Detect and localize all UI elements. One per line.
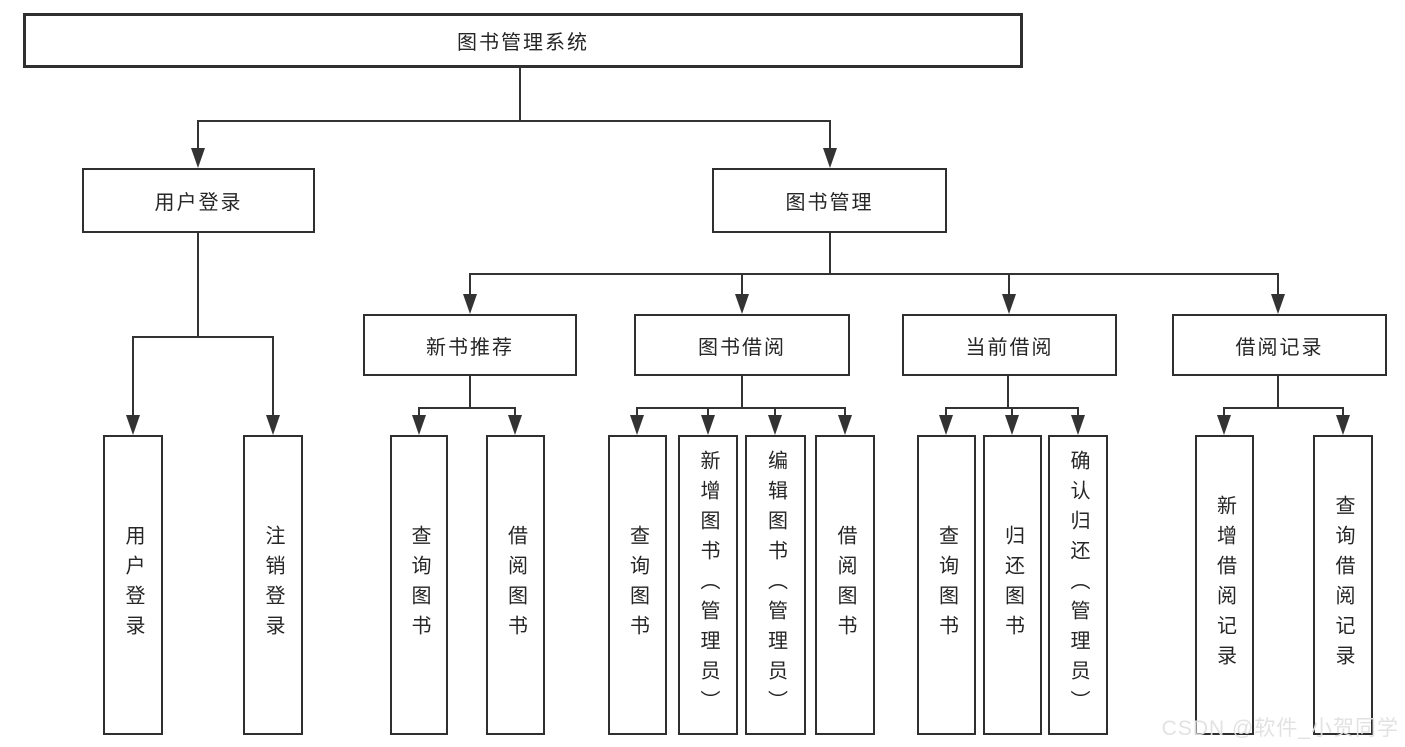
connector-shaft: [707, 407, 709, 415]
connector-stem: [741, 376, 743, 407]
watermark: CSDN @软件_小贺同学: [1161, 717, 1399, 740]
connector-bus: [469, 273, 1279, 275]
arrow-down-icon: [823, 148, 837, 168]
connector-bus: [132, 336, 274, 338]
leaf-newbook-borrow-label: 借阅图书: [504, 525, 527, 645]
node-book-borrow: 图书借阅: [634, 314, 850, 376]
leaf-current-query: 查询图书: [917, 435, 976, 735]
connector-shaft: [469, 273, 471, 294]
connector-bus: [418, 407, 516, 409]
connector-stem: [1007, 376, 1009, 407]
connector-shaft: [945, 407, 947, 415]
node-new-book-recommend: 新书推荐: [363, 314, 577, 376]
connector-bus: [636, 407, 846, 409]
connector-shaft: [1277, 273, 1279, 294]
connector-shaft: [741, 273, 743, 294]
root-node: 图书管理系统: [23, 13, 1023, 68]
arrow-down-icon: [735, 294, 749, 314]
leaf-user-login: 用户登录: [103, 435, 163, 735]
leaf-borrow-query-label: 查询图书: [626, 525, 649, 645]
connector-shaft: [1077, 407, 1079, 415]
connector-stem: [1277, 376, 1279, 407]
leaf-borrow-query: 查询图书: [608, 435, 667, 735]
arrow-down-icon: [701, 415, 715, 435]
arrow-down-icon: [508, 415, 522, 435]
node-book-borrow-label: 图书借阅: [698, 336, 786, 359]
arrow-down-icon: [126, 415, 140, 435]
leaf-add-book-admin-label: 新增图书（管理员）: [697, 450, 719, 720]
connector-shaft: [132, 336, 134, 415]
node-current-borrow-label: 当前借阅: [965, 336, 1054, 359]
root-node-label: 图书管理系统: [457, 32, 589, 54]
arrow-down-icon: [191, 148, 205, 168]
arrow-down-icon: [838, 415, 852, 435]
node-user-login-label: 用户登录: [154, 192, 243, 214]
leaf-return-book: 归还图书: [983, 435, 1042, 735]
node-user-login: 用户登录: [82, 168, 315, 233]
connector-shaft: [418, 407, 420, 415]
leaf-borrow-book: 借阅图书: [815, 435, 875, 735]
leaf-user-login-label: 用户登录: [122, 525, 144, 645]
node-current-borrow: 当前借阅: [902, 314, 1117, 376]
arrow-down-icon: [266, 415, 280, 435]
node-new-book-recommend-label: 新书推荐: [426, 336, 514, 359]
leaf-logout: 注销登录: [243, 435, 303, 735]
leaf-query-borrow-record-label: 查询借阅记录: [1332, 495, 1354, 675]
leaf-confirm-return-admin-label: 确认归还（管理员）: [1067, 450, 1089, 720]
connector-shaft: [844, 407, 846, 415]
leaf-newbook-query-label: 查询图书: [408, 525, 430, 645]
connector-stem: [197, 233, 199, 336]
arrow-down-icon: [1002, 294, 1016, 314]
node-book-management: 图书管理: [712, 168, 947, 233]
leaf-add-borrow-record-label: 新增借阅记录: [1213, 495, 1236, 675]
arrow-down-icon: [1217, 415, 1231, 435]
leaf-logout-label: 注销登录: [262, 525, 284, 645]
arrow-down-icon: [412, 415, 426, 435]
arrow-down-icon: [1336, 415, 1350, 435]
node-book-management-label: 图书管理: [785, 192, 874, 214]
connector-root-bus: [197, 120, 831, 122]
connector-shaft: [774, 407, 776, 415]
connector-bus: [1223, 407, 1344, 409]
leaf-add-book-admin: 新增图书（管理员）: [678, 435, 738, 735]
connector-shaft: [636, 407, 638, 415]
leaf-newbook-borrow: 借阅图书: [486, 435, 545, 735]
connector-shaft: [514, 407, 516, 415]
node-borrow-records: 借阅记录: [1172, 314, 1387, 376]
leaf-return-book-label: 归还图书: [1001, 525, 1024, 645]
node-borrow-records-label: 借阅记录: [1235, 336, 1324, 359]
leaf-edit-book-admin-label: 编辑图书（管理员）: [764, 450, 787, 720]
arrow-down-icon: [768, 415, 782, 435]
leaf-borrow-book-label: 借阅图书: [834, 525, 856, 645]
leaf-current-query-label: 查询图书: [935, 525, 958, 645]
leaf-query-borrow-record: 查询借阅记录: [1313, 435, 1373, 735]
leaf-newbook-query: 查询图书: [390, 435, 448, 735]
arrow-down-icon: [1271, 294, 1285, 314]
connector-shaft: [1342, 407, 1344, 415]
arrow-down-icon: [630, 415, 644, 435]
connector-shaft: [829, 120, 831, 150]
connector-stem: [829, 233, 831, 273]
connector-root-stem: [519, 68, 521, 120]
leaf-confirm-return-admin: 确认归还（管理员）: [1048, 435, 1108, 735]
arrow-down-icon: [939, 415, 953, 435]
connector-shaft: [1011, 407, 1013, 415]
arrow-down-icon: [1005, 415, 1019, 435]
connector-stem: [469, 376, 471, 407]
leaf-add-borrow-record: 新增借阅记录: [1195, 435, 1254, 735]
connector-shaft: [1008, 273, 1010, 294]
connector-shaft: [272, 336, 274, 415]
connector-shaft: [197, 120, 199, 150]
connector-shaft: [1223, 407, 1225, 415]
arrow-down-icon: [463, 294, 477, 314]
leaf-edit-book-admin: 编辑图书（管理员）: [745, 435, 806, 735]
arrow-down-icon: [1071, 415, 1085, 435]
